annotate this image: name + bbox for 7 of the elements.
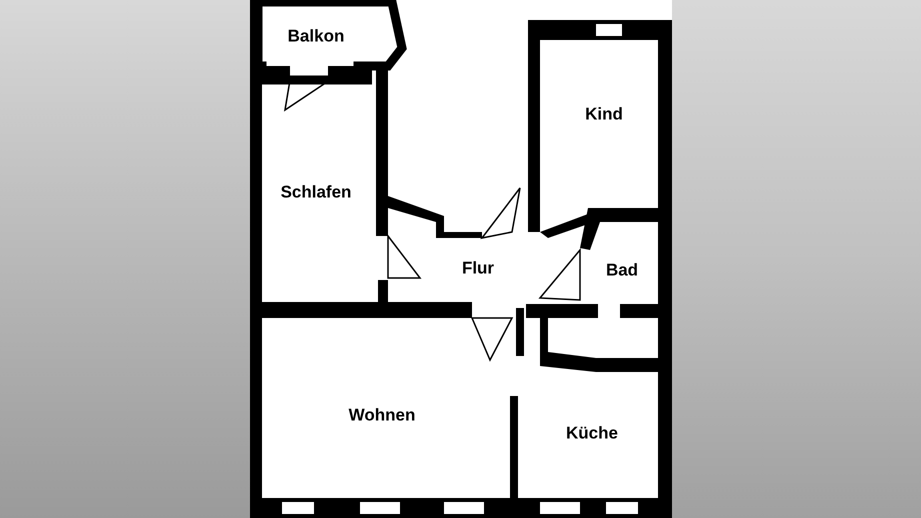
room-label: Bad: [606, 257, 638, 283]
room-label: Flur: [462, 255, 494, 281]
room-label: Schlafen: [280, 179, 352, 205]
room-label: Kind: [585, 101, 623, 127]
room-label: Balkon: [288, 23, 344, 49]
room-label: Wohnen: [348, 402, 416, 428]
room-label: Küche: [566, 420, 618, 446]
